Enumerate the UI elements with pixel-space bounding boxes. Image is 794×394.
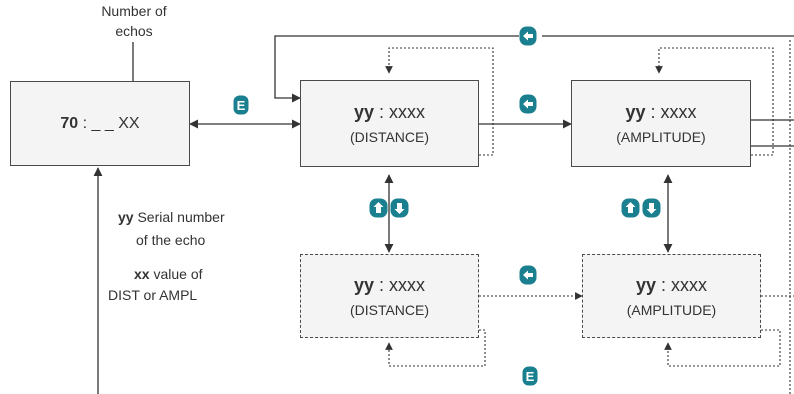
distance-edit-loop — [385, 329, 486, 367]
legend-yy: yy Serial number of the echo — [118, 206, 225, 252]
left-key-icon-middle — [519, 94, 537, 114]
amplitude-edit-loop — [664, 329, 781, 367]
amplitude-edit-value: xxxx — [671, 274, 708, 295]
up-down-keys-icon-amplitude — [621, 198, 661, 218]
distance-separator: : — [374, 102, 390, 122]
legend-xx: xx value of DIST or AMPL — [108, 264, 203, 306]
amplitude-caption: (AMPLITUDE) — [616, 129, 706, 145]
distance-serial: yy — [353, 102, 374, 122]
legend-yy-line1: yy Serial number — [118, 206, 225, 229]
up-down-keys-icon-distance — [369, 198, 409, 218]
amplitude-display-box: yy : xxxx (AMPLITUDE) — [571, 80, 751, 167]
return-loop-left — [274, 35, 519, 103]
distance-value-line: yy : xxxx — [354, 102, 425, 123]
distance-caption: (DISTANCE) — [349, 129, 430, 145]
amplitude-edit-serial: yy — [635, 274, 656, 295]
amplitude-serial: yy — [625, 102, 646, 122]
start-prefix: 70 — [60, 114, 79, 132]
enter-key-bottom-letter: E — [526, 369, 535, 384]
amplitude-value-line: yy : xxxx — [625, 102, 696, 123]
start-display-box: 70 : _ _ XX — [10, 81, 190, 166]
distance-edit-caption: (DISTANCE) — [349, 301, 430, 318]
amplitude-separator: : — [645, 102, 661, 122]
left-key-icon-top — [519, 26, 537, 46]
amplitude-edit-separator: : — [656, 274, 672, 295]
number-of-echos-label: Number of echos — [74, 1, 194, 41]
start-separator: : — [78, 114, 92, 132]
left-key-icon-lower — [519, 265, 537, 285]
number-of-echos-line2: echos — [115, 23, 153, 39]
start-display-text: 70 : _ _ XX — [60, 115, 139, 133]
enter-key-letter: E — [237, 98, 246, 113]
enter-key-icon: E — [233, 95, 249, 115]
legend-xx-line1: xx value of — [108, 264, 203, 285]
distance-value: xxxx — [389, 102, 426, 122]
legend-yy-desc-1: Serial number — [137, 209, 225, 225]
amplitude-value: xxxx — [660, 102, 697, 122]
start-value: _ _ XX — [91, 114, 140, 132]
distance-edit-value-line: yy : xxxx — [354, 275, 425, 296]
legend-yy-desc-2: of the echo — [136, 232, 206, 248]
amplitude-main-loop — [655, 47, 774, 156]
distance-display-box: yy : xxxx (DISTANCE) — [300, 80, 479, 167]
distance-edit-value: xxxx — [389, 274, 426, 295]
distance-main-loop — [385, 47, 494, 156]
legend-xx-desc-2: DIST or AMPL — [108, 287, 198, 303]
distance-edit-separator: : — [374, 274, 390, 295]
amplitude-edit-value-line: yy : xxxx — [636, 275, 707, 296]
distance-edit-serial: yy — [353, 274, 374, 295]
legend-xx-term: xx — [134, 266, 150, 282]
amplitude-edit-box: yy : xxxx (AMPLITUDE) — [582, 254, 761, 338]
enter-key-icon-bottom: E — [522, 366, 538, 386]
number-of-echos-line1: Number of — [101, 3, 167, 19]
amplitude-edit-caption: (AMPLITUDE) — [626, 301, 717, 318]
distance-edit-box: yy : xxxx (DISTANCE) — [300, 254, 479, 338]
legend-xx-desc-1: value of — [153, 266, 203, 282]
legend-yy-term: yy — [118, 209, 134, 225]
